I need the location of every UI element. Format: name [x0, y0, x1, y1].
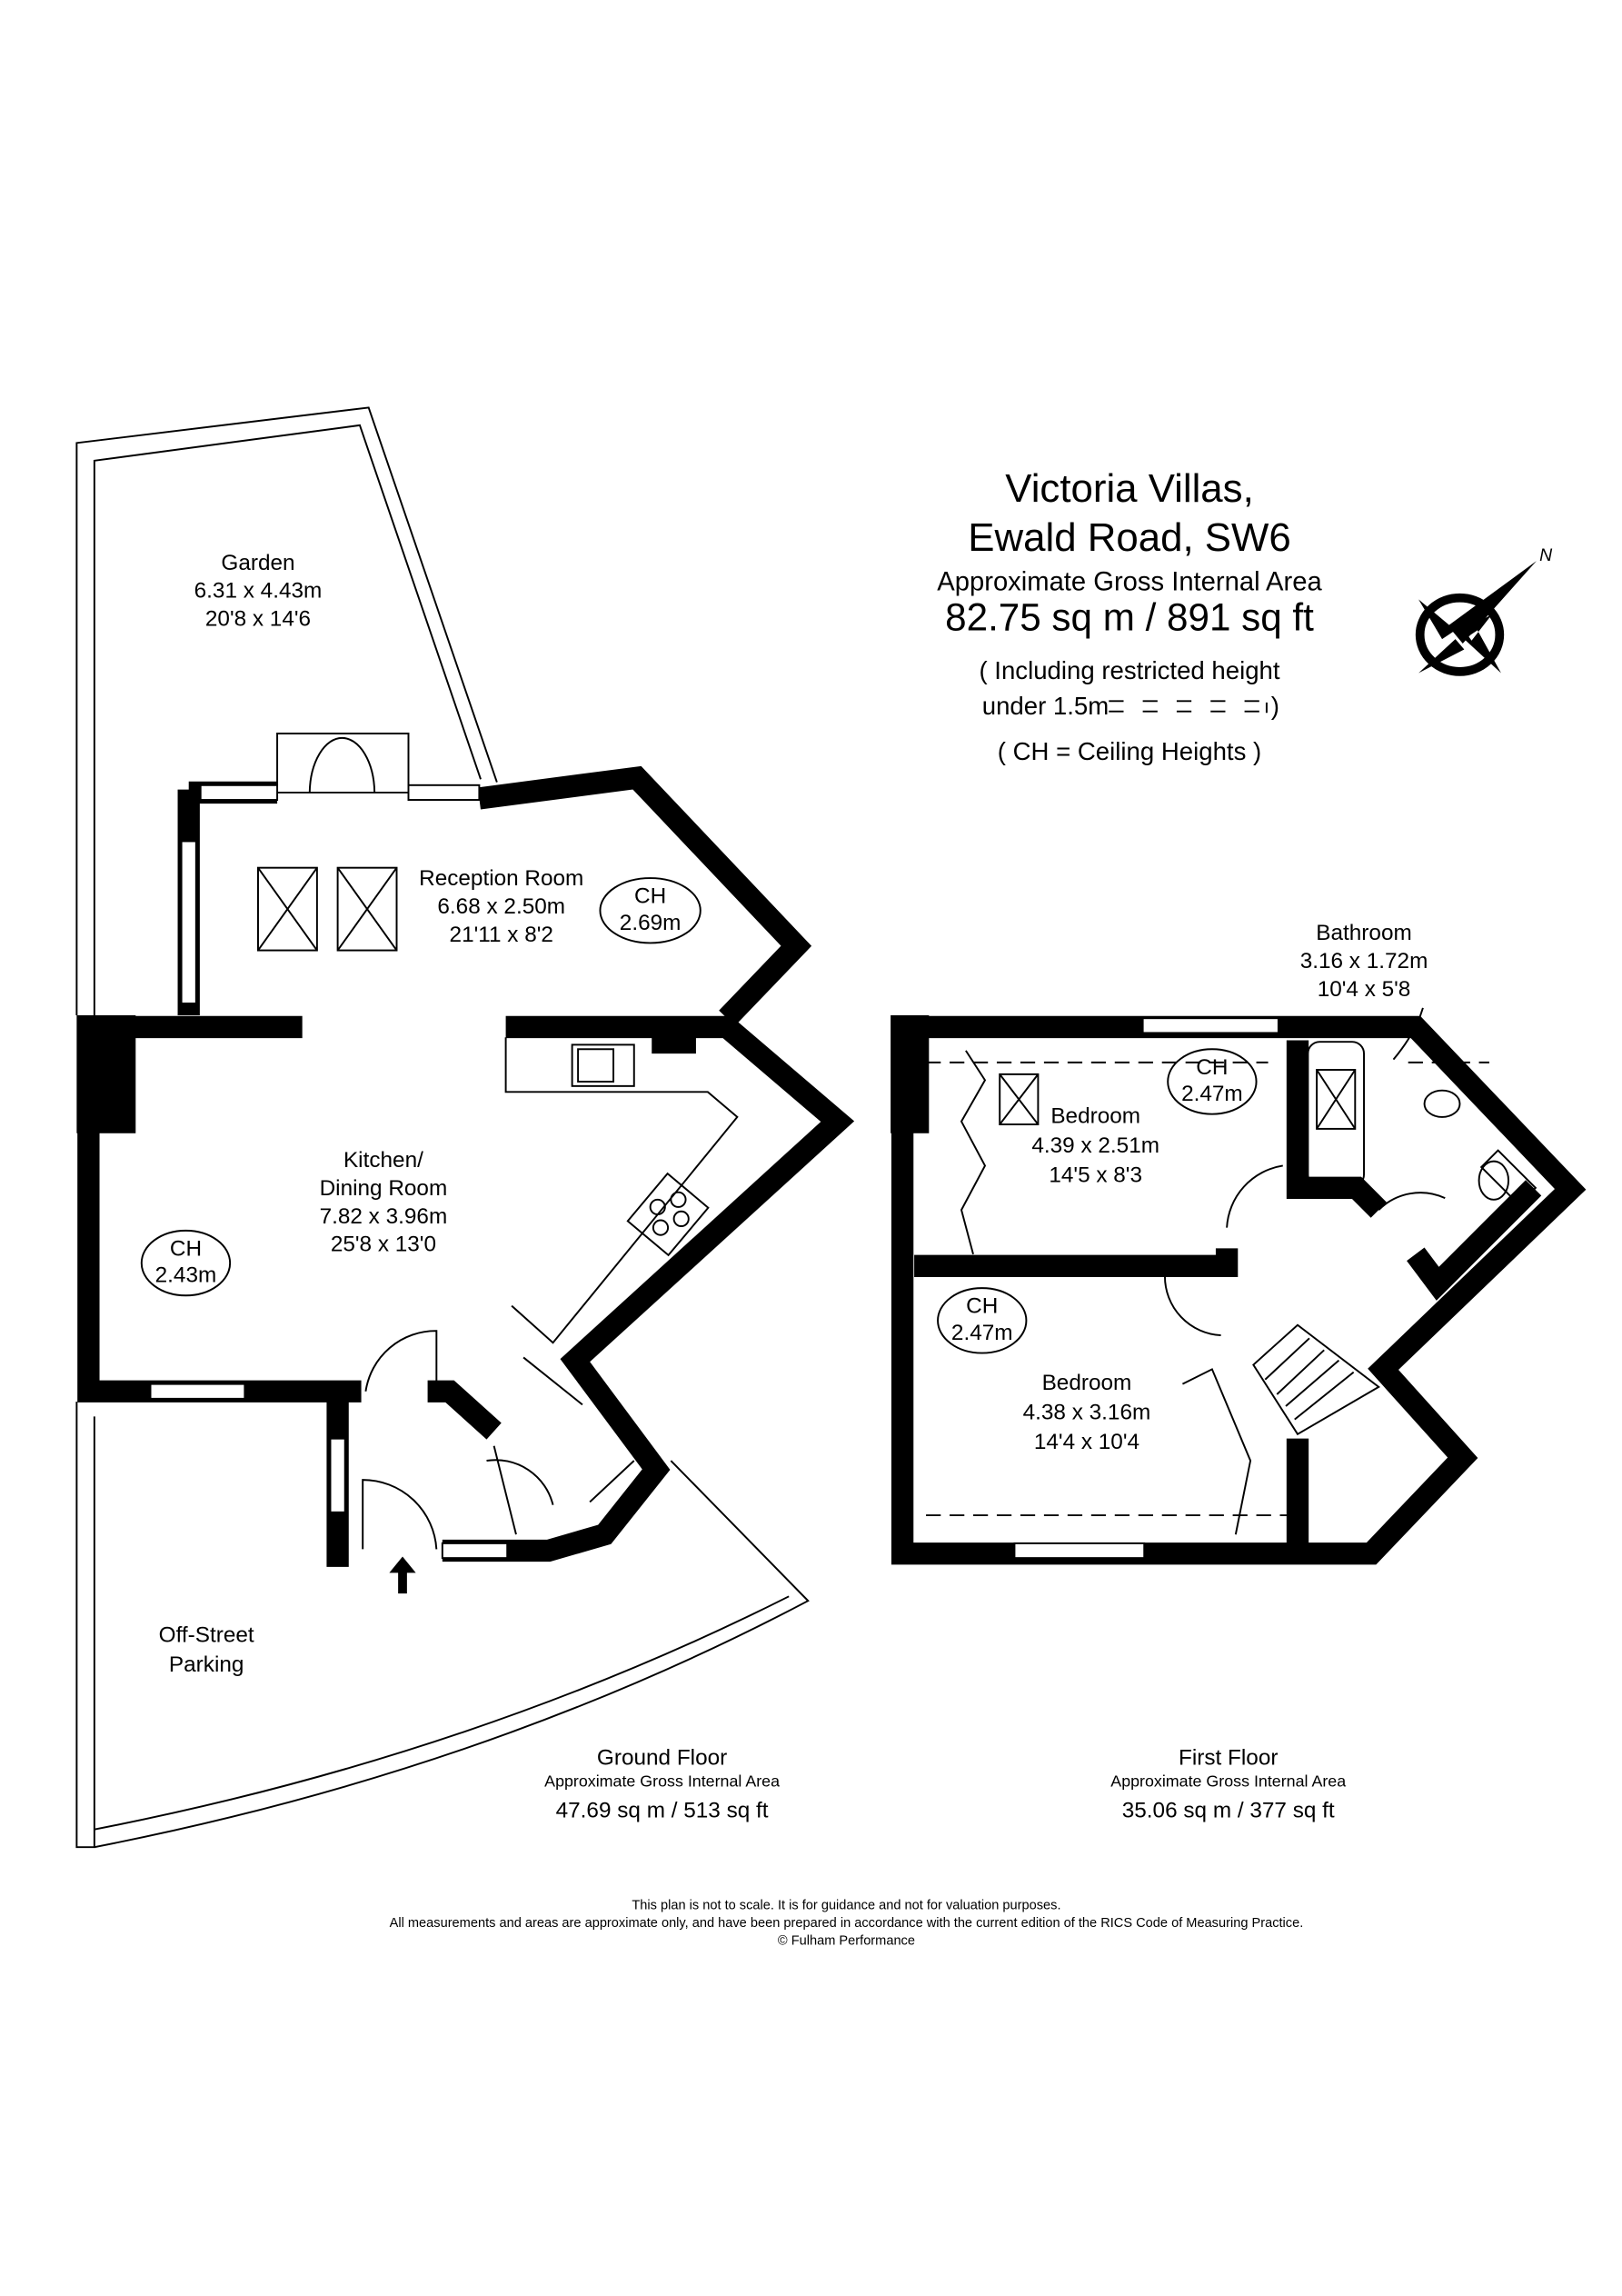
- svg-text:2.69m: 2.69m: [620, 911, 682, 935]
- property-name: Victoria Villas,: [1005, 466, 1253, 511]
- bedroom-1-label: Bedroom: [1050, 1103, 1140, 1128]
- skylight-icon: [999, 1073, 1040, 1126]
- skylight-icon: [257, 866, 318, 952]
- svg-text:2.43m: 2.43m: [155, 1263, 217, 1288]
- svg-text:2.47m: 2.47m: [1181, 1082, 1243, 1106]
- reception-imperial: 21'11 x 8'2: [450, 923, 553, 947]
- first-floor-area-label: Approximate Gross Internal Area: [1110, 1772, 1346, 1791]
- svg-text:CH: CH: [966, 1294, 998, 1319]
- svg-text:2.47m: 2.47m: [951, 1321, 1013, 1345]
- restricted-height-key: [1109, 700, 1268, 714]
- restricted-height-note-2: under 1.5m: [982, 692, 1110, 720]
- ceiling-height-badge: CH 2.47m: [1167, 1048, 1258, 1115]
- basin-icon: [1423, 1089, 1461, 1118]
- bedroom-2-metric: 4.38 x 3.16m: [1023, 1401, 1151, 1425]
- kitchen-label-2: Dining Room: [320, 1176, 448, 1201]
- ceiling-height-badge: CH 2.43m: [140, 1229, 232, 1297]
- ground-floor-area-label: Approximate Gross Internal Area: [544, 1772, 780, 1791]
- first-floor-area-value: 35.06 sq m / 377 sq ft: [1122, 1799, 1335, 1823]
- kitchen-label: Kitchen/: [343, 1148, 423, 1173]
- reception-label: Reception Room: [419, 866, 583, 891]
- garden-imperial: 20'8 x 14'6: [205, 607, 311, 632]
- total-area-value: 82.75 sq m / 891 sq ft: [945, 595, 1314, 638]
- total-area-label: Approximate Gross Internal Area: [937, 568, 1322, 597]
- bathroom-metric: 3.16 x 1.72m: [1300, 949, 1428, 973]
- compass-north-icon: N: [1415, 545, 1553, 676]
- first-floor-labels: Bathroom 3.16 x 1.72m 10'4 x 5'8 Bedroom…: [937, 921, 1428, 1823]
- bedroom-1-imperial: 14'5 x 8'3: [1049, 1163, 1142, 1187]
- bathroom-label: Bathroom: [1316, 921, 1411, 945]
- kitchen-metric: 7.82 x 3.96m: [320, 1204, 448, 1229]
- disclaimer: This plan is not to scale. It is for gui…: [390, 1898, 1304, 1948]
- property-address: Ewald Road, SW6: [968, 515, 1290, 560]
- skylight-icon: [336, 866, 398, 952]
- restricted-height-note-end: ): [1271, 692, 1279, 720]
- svg-text:CH: CH: [634, 884, 666, 909]
- ground-floor-area-value: 47.69 sq m / 513 sq ft: [556, 1799, 769, 1823]
- svg-text:CH: CH: [1196, 1055, 1228, 1080]
- toilet-icon: [1478, 1149, 1537, 1206]
- sink-icon: [571, 1043, 635, 1087]
- hob-icon: [626, 1172, 710, 1257]
- entrance-arrow-icon: [389, 1556, 416, 1594]
- parking-label-2: Parking: [169, 1652, 244, 1677]
- first-floor-plan: [891, 1014, 1587, 1565]
- title-block: Victoria Villas, Ewald Road, SW6 Approxi…: [937, 466, 1322, 765]
- first-floor-caption: First Floor: [1179, 1745, 1278, 1770]
- ground-floor-plan: [75, 406, 855, 1849]
- bedroom-1-metric: 4.39 x 2.51m: [1031, 1133, 1159, 1158]
- svg-text:© Fulham Performance: © Fulham Performance: [778, 1933, 915, 1948]
- svg-text:N: N: [1539, 545, 1553, 565]
- kitchen-imperial: 25'8 x 13'0: [331, 1233, 436, 1257]
- reception-metric: 6.68 x 2.50m: [437, 894, 565, 919]
- ceiling-height-badge: CH 2.69m: [599, 877, 702, 944]
- ground-floor-labels: Garden 6.31 x 4.43m 20'8 x 14'6 Receptio…: [140, 551, 780, 1823]
- svg-text:This plan is not to scale. It: This plan is not to scale. It is for gui…: [632, 1898, 1060, 1912]
- bedroom-2-label: Bedroom: [1042, 1371, 1132, 1395]
- svg-text:All measurements and areas are: All measurements and areas are approxima…: [390, 1916, 1304, 1931]
- stairs-icon: [1252, 1323, 1380, 1436]
- parking-label: Off-Street: [159, 1623, 254, 1648]
- bedroom-2-imperial: 14'4 x 10'4: [1034, 1430, 1139, 1454]
- bath-icon: [1307, 1041, 1365, 1188]
- bathroom-pointer: [1392, 1007, 1424, 1061]
- ceiling-heights-key: ( CH = Ceiling Heights ): [998, 737, 1261, 765]
- svg-text:CH: CH: [170, 1236, 202, 1261]
- bathroom-imperial: 10'4 x 5'8: [1318, 977, 1411, 1002]
- garden-metric: 6.31 x 4.43m: [194, 579, 323, 604]
- restricted-height-note: ( Including restricted height: [979, 656, 1279, 684]
- garden-label: Garden: [221, 551, 294, 575]
- ground-floor-caption: Ground Floor: [597, 1745, 727, 1770]
- ceiling-height-badge: CH 2.47m: [937, 1287, 1028, 1354]
